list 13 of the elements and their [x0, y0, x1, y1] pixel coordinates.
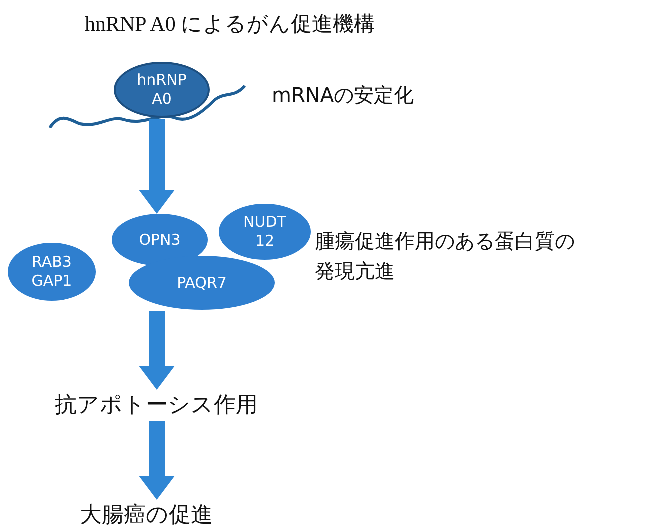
process-text: 大腸癌の促進: [80, 500, 213, 529]
protein-ellipse: RAB3 GAP1: [8, 243, 96, 301]
arrow: [139, 119, 175, 214]
process-text: 抗アポトーシス作用: [55, 390, 258, 420]
annotation-text: 腫瘍促進作用のある蛋白質の発現亢進: [315, 228, 576, 285]
arrow: [139, 311, 175, 390]
protein-ellipse: hnRNP A0: [114, 62, 210, 118]
protein-ellipse: OPN3: [112, 214, 208, 266]
annotation-text: mRNAの安定化: [272, 82, 414, 109]
protein-ellipse: PAQR7: [129, 256, 275, 310]
protein-ellipse: NUDT 12: [219, 204, 311, 260]
title: hnRNP A0 によるがん促進機構: [85, 11, 376, 38]
arrow: [139, 421, 175, 500]
